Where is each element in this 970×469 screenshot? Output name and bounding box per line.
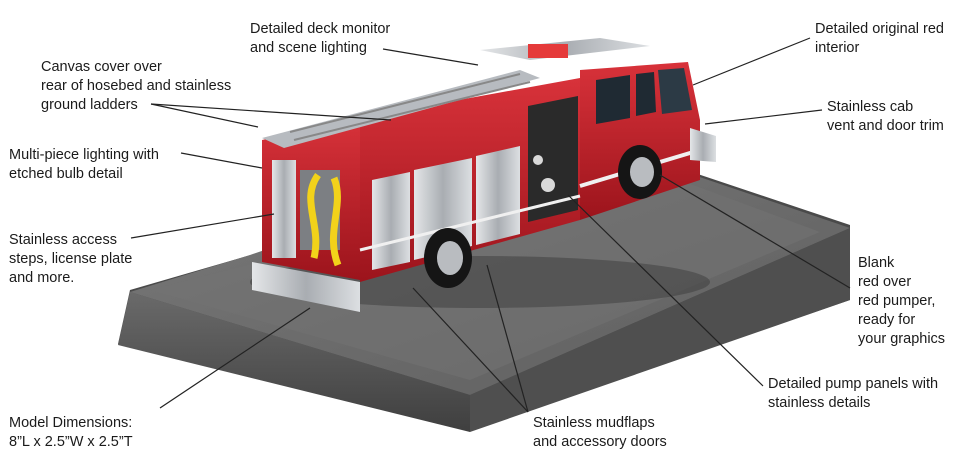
callout-text-line: ready for xyxy=(858,312,916,328)
leader-canvas-cover-1 xyxy=(150,103,392,121)
callout-text-line: Blank xyxy=(858,255,895,271)
callout-text-line: etched bulb detail xyxy=(9,166,123,182)
leader-multi-lighting xyxy=(180,152,263,169)
leader-pump-panels xyxy=(567,194,764,387)
callout-text-line: and scene lighting xyxy=(250,40,367,56)
callout-mudflaps: Stainless mudflaps and accessory doors xyxy=(533,414,667,452)
fire-truck xyxy=(250,38,716,312)
leader-blank-pumper xyxy=(659,174,851,289)
leader-mudflaps-1 xyxy=(412,287,529,413)
callout-text-line: Stainless mudflaps xyxy=(533,415,655,431)
leader-canvas-cover-2 xyxy=(150,103,259,128)
callout-cab-vent: Stainless cab vent and door trim xyxy=(827,98,944,136)
callout-model-dimensions: Model Dimensions: 8”L x 2.5”W x 2.5”T xyxy=(9,414,133,452)
callout-text-line: and more. xyxy=(9,270,75,286)
callout-text-line: Multi-piece lighting with xyxy=(9,147,159,163)
callout-text-line: steps, license plate xyxy=(9,251,133,267)
callout-canvas-cover: Canvas cover over rear of hosebed and st… xyxy=(41,58,231,115)
callout-original-interior: Detailed original red interior xyxy=(815,20,944,58)
callout-multi-lighting: Multi-piece lighting with etched bulb de… xyxy=(9,146,159,184)
callout-text-line: interior xyxy=(815,40,860,56)
leader-cab-vent xyxy=(704,109,823,125)
leader-original-interior xyxy=(692,37,811,86)
callout-leader-lines xyxy=(130,37,851,413)
callout-stainless-steps: Stainless access steps, license plate an… xyxy=(9,231,132,288)
wheel-front xyxy=(618,145,662,199)
callout-text-line: Detailed original red xyxy=(815,21,944,37)
leader-mudflaps-2 xyxy=(486,264,529,413)
wheel-rear xyxy=(424,228,472,288)
callout-text-line: ground ladders xyxy=(41,97,138,113)
leader-stainless-steps xyxy=(130,213,275,239)
callout-text-line: your graphics xyxy=(858,331,946,347)
callout-text-line: Detailed pump panels with xyxy=(768,376,939,392)
callout-text-line: Model Dimensions: xyxy=(9,415,133,431)
leader-deck-monitor xyxy=(382,48,479,66)
callout-text-line: Detailed deck monitor xyxy=(250,21,391,37)
callout-text-line: red over xyxy=(858,274,912,290)
callout-text-line: red pumper, xyxy=(858,293,936,309)
leader-model-dimensions xyxy=(159,307,311,409)
callout-text-line: rear of hosebed and stainless xyxy=(41,78,232,94)
callout-text-line: and accessory doors xyxy=(533,434,667,450)
callout-text-line: 8”L x 2.5”W x 2.5”T xyxy=(9,434,133,450)
callout-text-line: Stainless access xyxy=(9,232,117,248)
callout-pump-panels: Detailed pump panels with stainless deta… xyxy=(768,375,938,413)
callout-text-line: vent and door trim xyxy=(827,118,944,134)
callout-blank-pumper: Blank red over red pumper, ready for you… xyxy=(858,254,945,349)
callout-deck-monitor: Detailed deck monitor and scene lighting xyxy=(250,20,390,58)
callout-text-line: Canvas cover over xyxy=(41,59,162,75)
callout-text-line: stainless details xyxy=(768,395,871,411)
callout-text-line: Stainless cab xyxy=(827,99,914,115)
